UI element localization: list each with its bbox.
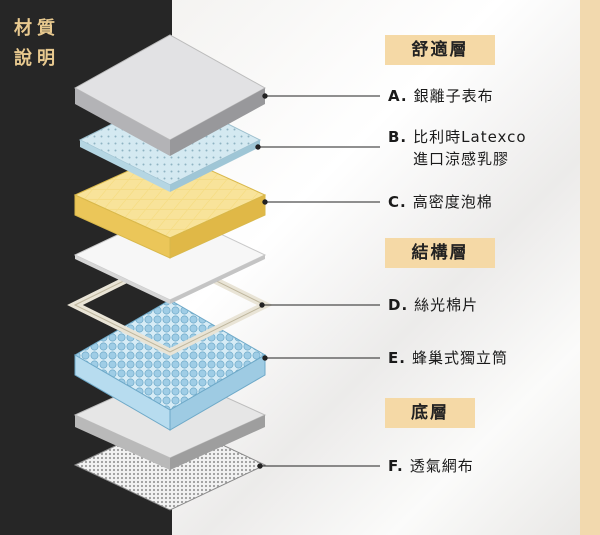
layer-f-letter: F. (388, 457, 404, 475)
layer-c-name: 高密度泡棉 (412, 193, 493, 211)
layer-b-name-line2: 進口涼感乳膠 (413, 150, 510, 168)
section-comfort-header: 舒適層 (385, 35, 495, 65)
layer-f-label: F. 透氣網布 (388, 455, 474, 477)
layer-e-name: 蜂巢式獨立筒 (411, 349, 508, 367)
right-accent-strip (580, 0, 600, 535)
layer-d-label: D. 絲光棉片 (388, 294, 478, 316)
layer-f-name: 透氣網布 (409, 457, 474, 475)
connector-lines (255, 93, 380, 469)
layer-c-letter: C. (388, 193, 407, 211)
layer-e-label: E. 蜂巢式獨立筒 (388, 347, 508, 369)
section-bottom-header: 底層 (385, 398, 475, 428)
layer-d-name: 絲光棉片 (414, 296, 479, 314)
section-structure-header: 結構層 (385, 238, 495, 268)
layer-c-foam (73, 151, 267, 259)
layer-a-letter: A. (388, 87, 408, 105)
layer-d-letter: D. (388, 296, 409, 314)
corner-title-line1: 材質 (14, 18, 60, 39)
layer-b-letter: B. (388, 128, 408, 146)
layer-b-name: 比利時Latexco (413, 128, 527, 146)
layer-a-label: A. 銀離子表布 (388, 85, 494, 107)
layer-e-letter: E. (388, 349, 406, 367)
layer-a-name: 銀離子表布 (413, 87, 494, 105)
layer-a-top-fabric (73, 34, 267, 156)
corner-title-line2: 說明 (14, 48, 60, 69)
layer-c-label: C. 高密度泡棉 (388, 191, 493, 213)
layer-b-label: B. 比利時Latexco 進口涼感乳膠 (388, 126, 527, 170)
corner-title: 材質 說明 (14, 14, 74, 74)
